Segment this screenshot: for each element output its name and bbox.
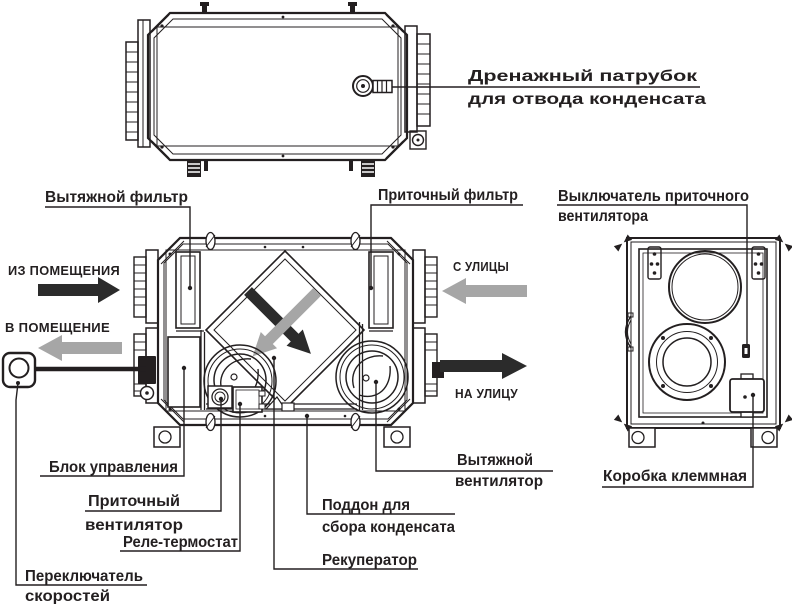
from-street-caption: С УЛИЦЫ [453, 260, 509, 274]
flow-arrows [38, 277, 527, 379]
room-side-flanges [133, 249, 159, 404]
to-room-arrow [38, 335, 122, 361]
to-room-caption: В ПОМЕЩЕНИЕ [5, 321, 110, 335]
speed-switch-label-line1: Переключатель [25, 568, 143, 585]
terminal-box [729, 373, 765, 418]
supply-fan-label-line2: вентилятор [85, 517, 183, 534]
relay-thermostat-label: Реле-термостат [123, 534, 238, 551]
drain-pan-label-line2: сбора конденсата [322, 519, 455, 536]
from-street-arrow [442, 278, 527, 304]
drain-label-line1: Дренажный патрубок [468, 68, 698, 85]
exhaust-air-cross-arrow [244, 287, 311, 354]
drain-label-line2: для отвода конденсата [468, 91, 706, 108]
wing-screw-icons [613, 234, 792, 432]
exhaust-fan-label-line1: Вытяжной [457, 452, 533, 469]
right-duct-flange [404, 25, 431, 150]
exhaust-fan [335, 340, 409, 414]
supply-fan-switch [742, 344, 750, 358]
to-street-arrow [440, 353, 527, 379]
supply-fan-switch-label-line2: вентилятора [558, 208, 648, 225]
supply-air-cross-arrow [252, 288, 321, 357]
small-component [281, 402, 295, 412]
to-street-caption: НА УЛИЦУ [455, 387, 518, 401]
supply-fan-switch-label-line1: Выключатель приточного [558, 188, 749, 205]
exhaust-filter [175, 251, 204, 332]
clamp-icons [205, 231, 361, 432]
supply-filter-label: Приточный фильтр [378, 187, 518, 204]
street-side-flanges [412, 249, 444, 404]
drain-pan-label-line1: Поддон для [322, 497, 410, 514]
top-view-unit [125, 2, 431, 177]
leader-lines [15, 86, 756, 586]
drain-fitting-icon [352, 75, 393, 97]
bottom-studs [187, 160, 375, 177]
exhaust-filter-label: Вытяжной фильтр [45, 189, 188, 206]
end-view-feet [628, 427, 778, 448]
left-duct-flange [125, 19, 151, 148]
mounting-stud-icon [200, 2, 357, 14]
recuperator-label: Рекуператор [322, 552, 417, 569]
supply-fan-label-line1: Приточный [88, 493, 180, 510]
control-unit-label: Блок управления [49, 459, 178, 476]
mounting-brackets [647, 246, 766, 280]
supply-filter [368, 251, 394, 332]
supply-fan-motor [207, 385, 233, 409]
exhaust-opening [668, 250, 742, 324]
exhaust-fan-label-line2: вентилятор [455, 473, 543, 490]
speed-switch-device [1, 351, 146, 389]
from-room-arrow [38, 277, 120, 303]
relay-thermostat-box [232, 386, 266, 413]
speed-switch-label-line2: скоростей [25, 588, 110, 604]
side-handle [624, 312, 634, 352]
cutaway-view-unit [133, 231, 444, 448]
supply-opening-flanged [648, 323, 726, 401]
from-room-caption: ИЗ ПОМЕЩЕНИЯ [8, 264, 120, 278]
terminal-box-label: Коробка клеммная [603, 468, 747, 485]
unit-feet [153, 426, 411, 448]
end-view-unit [613, 234, 792, 448]
